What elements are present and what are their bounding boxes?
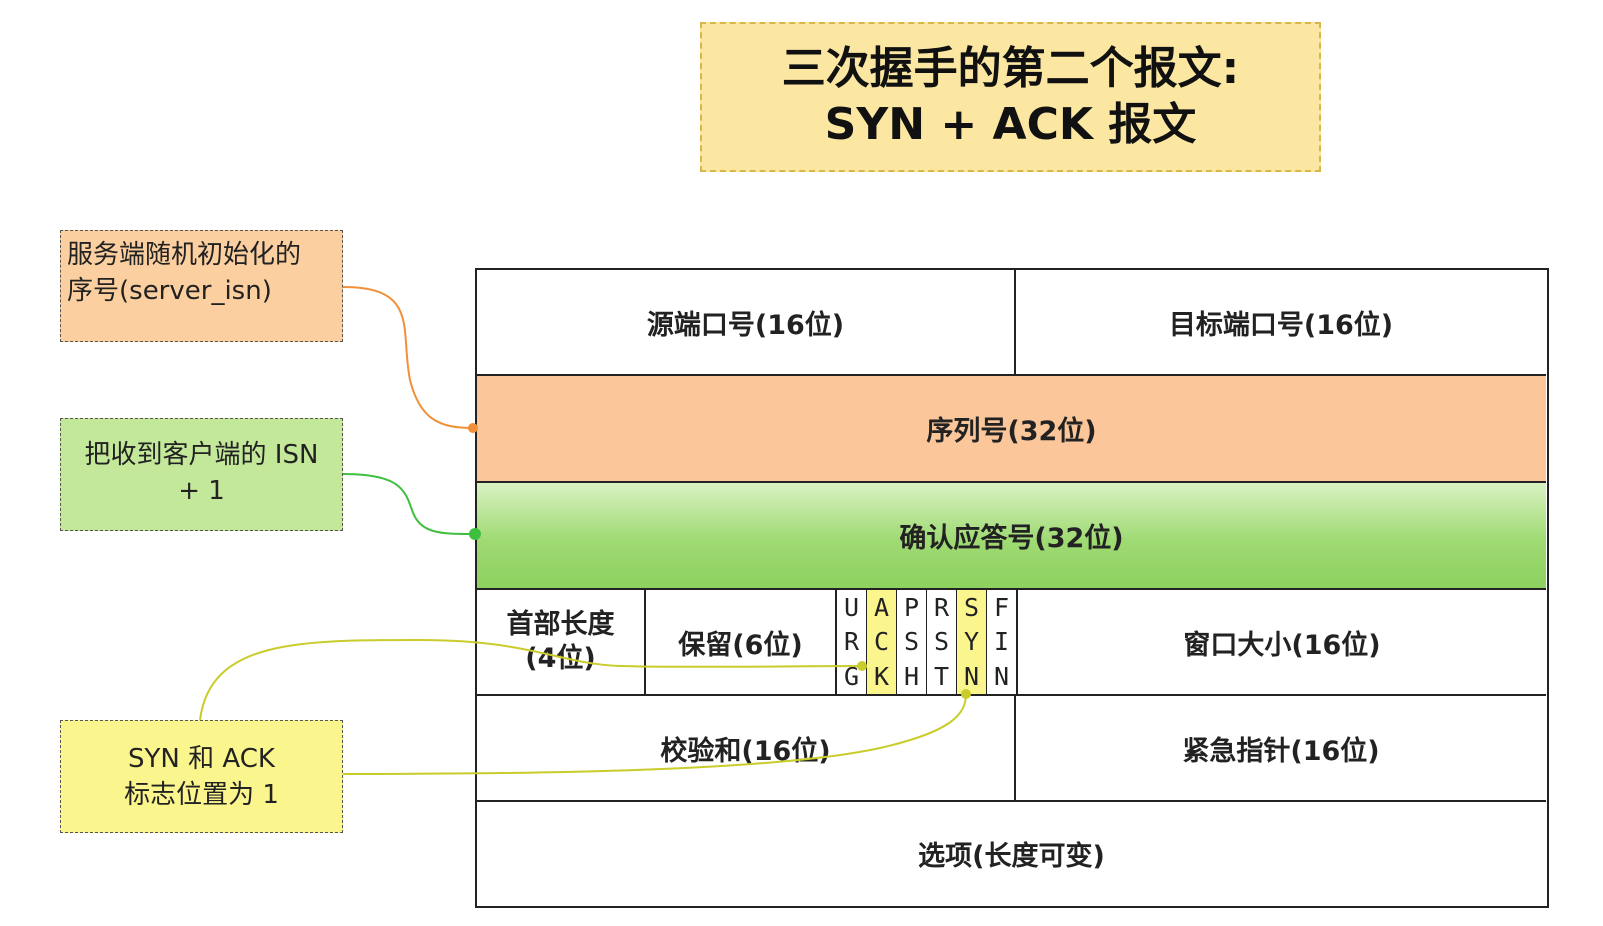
green-connector <box>342 473 476 535</box>
checksum-field: 校验和(16位) <box>477 696 1016 802</box>
note-syn-ack-line-2: 标志位置为 1 <box>124 780 279 810</box>
flag-letter: P <box>903 592 920 622</box>
flag-letter: K <box>873 662 890 692</box>
note-ack-isn-line-2: + 1 <box>178 476 225 506</box>
reserved-label: 保留(6位) <box>678 629 803 661</box>
src-port-field: 源端口号(16位) <box>477 270 1016 376</box>
flag-letter: F <box>993 592 1010 622</box>
flag-letter: R <box>843 627 860 657</box>
seq-num-label: 序列号(32位) <box>926 416 1097 447</box>
note-ack-isn: 把收到客户端的 ISN + 1 <box>60 418 343 531</box>
flag-letter: Y <box>963 627 980 657</box>
header-len-line-2: (4位) <box>525 643 596 674</box>
options-label: 选项(长度可变) <box>918 841 1105 872</box>
note-syn-ack-line-1: SYN 和 ACK <box>128 744 275 774</box>
flag-letter: N <box>963 662 980 692</box>
title-line-2: SYN + ACK 报文 <box>824 99 1197 150</box>
note-syn-ack: SYN 和 ACK 标志位置为 1 <box>60 720 343 833</box>
urgent-ptr-label: 紧急指针(16位) <box>1182 735 1380 767</box>
flag-letter: T <box>933 662 950 692</box>
flag-letter: N <box>993 662 1010 692</box>
flag-letter: A <box>873 592 890 622</box>
src-port-label: 源端口号(16位) <box>646 309 845 341</box>
ack-num-field: 确认应答号(32位) <box>477 483 1546 590</box>
note-server-isn-line-2: 序号(server_isn) <box>67 276 272 306</box>
flag-letter: C <box>873 627 890 657</box>
dst-port-label: 目标端口号(16位) <box>1168 309 1394 341</box>
flag-letter: R <box>933 592 950 622</box>
flag-letter: G <box>843 662 860 692</box>
window-field: 窗口大小(16位) <box>1018 590 1546 696</box>
orange-connector <box>342 286 474 429</box>
title-box: 三次握手的第二个报文: SYN + ACK 报文 <box>700 22 1321 172</box>
header-len-line-1: 首部长度 <box>506 609 615 640</box>
flag-letter: S <box>933 627 950 657</box>
flag-letter: S <box>963 592 980 622</box>
reserved-field: 保留(6位) <box>646 590 837 696</box>
flag-letter: U <box>843 592 860 622</box>
dst-port-field: 目标端口号(16位) <box>1016 270 1546 376</box>
ack-num-label: 确认应答号(32位) <box>899 523 1124 554</box>
note-ack-isn-line-1: 把收到客户端的 ISN <box>84 440 319 470</box>
header-len-field: 首部长度 (4位) <box>477 590 646 696</box>
checksum-label: 校验和(16位) <box>660 735 831 767</box>
seq-num-field: 序列号(32位) <box>477 376 1546 483</box>
window-label: 窗口大小(16位) <box>1183 629 1381 661</box>
urgent-ptr-field: 紧急指针(16位) <box>1016 696 1546 802</box>
flag-letter: S <box>903 627 920 657</box>
flag-letter: H <box>903 662 920 692</box>
options-field: 选项(长度可变) <box>477 802 1546 905</box>
title-line-1: 三次握手的第二个报文: <box>781 43 1240 94</box>
tcp-header-diagram: 源端口号(16位) 目标端口号(16位) 序列号(32位) 确认应答号(32位)… <box>475 268 1549 908</box>
flag-letter: I <box>993 627 1010 657</box>
note-server-isn: 服务端随机初始化的 序号(server_isn) <box>60 230 343 342</box>
note-server-isn-line-1: 服务端随机初始化的 <box>67 240 302 270</box>
